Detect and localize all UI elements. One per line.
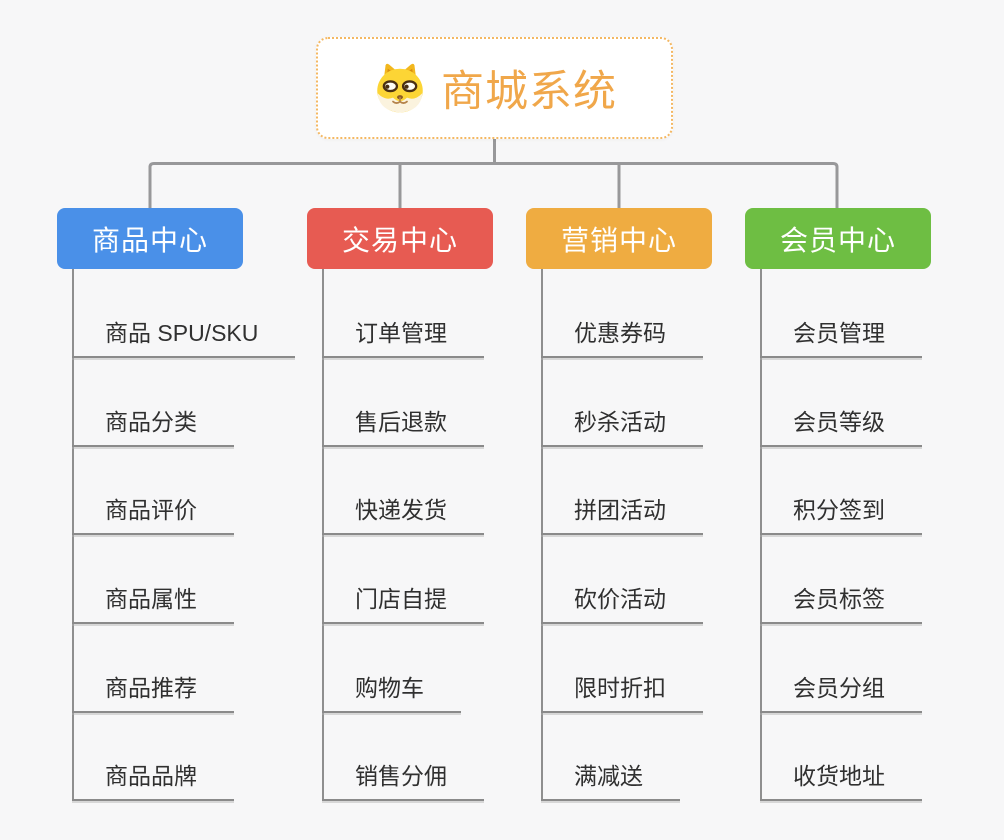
branch-node-marketing-center[interactable]: 营销中心 — [526, 208, 712, 269]
branch-node-member-center[interactable]: 会员中心 — [745, 208, 931, 269]
leaf-node-marketing-center-3[interactable]: 砍价活动 — [541, 583, 703, 624]
leaf-node-trade-center-5[interactable]: 销售分佣 — [322, 760, 484, 801]
leaf-node-member-center-4[interactable]: 会员分组 — [760, 672, 922, 713]
leaf-node-marketing-center-4[interactable]: 限时折扣 — [541, 672, 703, 713]
leaf-node-member-center-2[interactable]: 积分签到 — [760, 494, 922, 535]
leaf-node-member-center-1[interactable]: 会员等级 — [760, 406, 922, 447]
leaf-node-marketing-center-5[interactable]: 满减送 — [541, 760, 680, 801]
leaf-node-product-center-2[interactable]: 商品评价 — [72, 494, 234, 535]
leaf-node-trade-center-4[interactable]: 购物车 — [322, 672, 461, 713]
root-node-mall-system[interactable]: 商城系统 — [316, 37, 673, 139]
leaf-node-trade-center-0[interactable]: 订单管理 — [322, 317, 484, 358]
leaf-node-product-center-0[interactable]: 商品 SPU/SKU — [72, 317, 296, 358]
branch-node-product-center[interactable]: 商品中心 — [57, 208, 243, 269]
leaf-node-trade-center-1[interactable]: 售后退款 — [322, 406, 484, 447]
leaf-node-member-center-5[interactable]: 收货地址 — [760, 760, 922, 801]
leaf-node-product-center-4[interactable]: 商品推荐 — [72, 672, 234, 713]
leaf-node-marketing-center-1[interactable]: 秒杀活动 — [541, 406, 703, 447]
branch-node-trade-center[interactable]: 交易中心 — [307, 208, 493, 269]
root-title: 商城系统 — [441, 68, 617, 116]
branch-label: 会员中心 — [779, 224, 896, 256]
leaf-node-trade-center-3[interactable]: 门店自提 — [322, 583, 484, 624]
leaf-node-marketing-center-2[interactable]: 拼团活动 — [541, 494, 703, 535]
leaf-node-product-center-5[interactable]: 商品品牌 — [72, 760, 234, 801]
leaf-node-product-center-1[interactable]: 商品分类 — [72, 406, 234, 447]
leaf-node-member-center-3[interactable]: 会员标签 — [760, 583, 922, 624]
leaf-node-trade-center-2[interactable]: 快递发货 — [322, 494, 484, 535]
leaf-node-product-center-3[interactable]: 商品属性 — [72, 583, 234, 624]
branch-label: 商品中心 — [91, 224, 208, 256]
branch-label: 营销中心 — [560, 224, 677, 256]
leaf-node-marketing-center-0[interactable]: 优惠券码 — [541, 317, 703, 358]
branch-label: 交易中心 — [341, 224, 458, 256]
leaf-node-member-center-0[interactable]: 会员管理 — [760, 317, 922, 358]
dog-face-icon — [377, 63, 423, 113]
